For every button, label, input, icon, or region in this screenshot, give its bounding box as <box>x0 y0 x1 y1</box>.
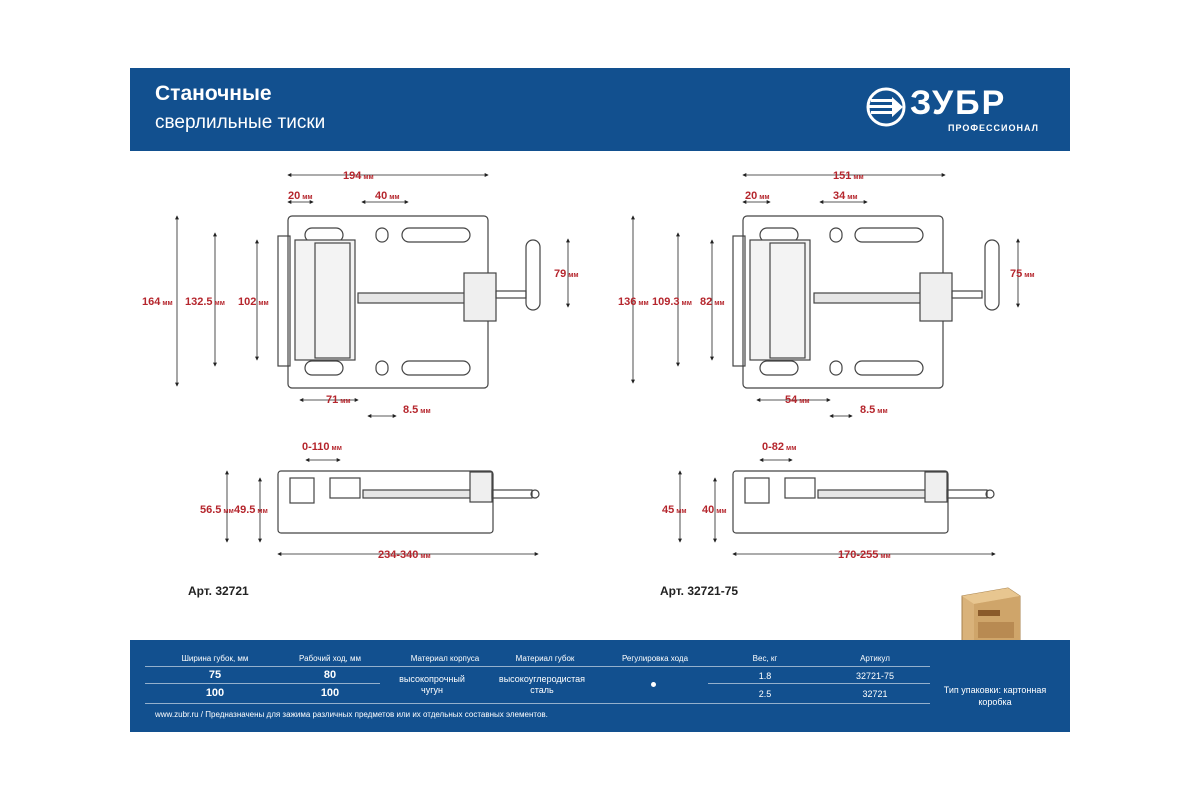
table-body-material: высокопрочный чугун <box>399 674 465 695</box>
dimension-unit: мм <box>215 300 225 307</box>
dimension-unit: мм <box>799 398 809 405</box>
dimension-unit: мм <box>638 300 648 307</box>
dimension-unit: мм <box>676 508 686 515</box>
dimension-unit: мм <box>223 508 233 515</box>
table-row-2-article: 32721 <box>862 689 888 699</box>
dimension-unit: мм <box>759 194 769 201</box>
table-header-body: Материал корпуса <box>410 654 480 663</box>
dimension-unit: мм <box>568 272 578 279</box>
vise-b-top-view <box>732 215 1000 389</box>
dimension-unit: мм <box>853 174 863 181</box>
dimension-unit: мм <box>257 508 267 515</box>
package-type-label: Тип упаковки: картонная коробка <box>943 685 1047 707</box>
dimension-unit: мм <box>877 408 887 415</box>
table-header-weight: Вес, кг <box>752 654 778 663</box>
table-divider <box>708 683 930 684</box>
table-row-1-weight: 1.8 <box>758 671 772 681</box>
table-row-2-weight: 2.5 <box>758 689 772 699</box>
package-box-image <box>956 582 1026 654</box>
page-title: Станочные <box>155 82 272 105</box>
table-header-adjust: Регулировка хода <box>621 654 689 663</box>
table-row-2-jaw: 100 <box>205 687 225 699</box>
dimension-unit: мм <box>332 445 342 452</box>
dimension-unit: мм <box>714 300 724 307</box>
dimension-unit: мм <box>363 174 373 181</box>
dimension-unit: мм <box>420 553 430 560</box>
dimension-unit: мм <box>880 553 890 560</box>
table-row-2-travel: 100 <box>320 687 340 699</box>
vise-a-side-view <box>277 470 540 534</box>
table-jaw-material: высокоуглеродистая сталь <box>498 674 586 695</box>
dimension-unit: мм <box>847 194 857 201</box>
table-header-travel: Рабочий ход, мм <box>299 654 361 663</box>
table-row-1-article: 32721-75 <box>855 671 895 681</box>
table-row-1-jaw: 75 <box>208 669 222 681</box>
adjustment-dot-icon <box>651 682 656 687</box>
footer-text: www.zubr.ru / Предназначены для зажима р… <box>155 710 548 719</box>
dimension-unit: мм <box>302 194 312 201</box>
table-divider <box>145 683 380 684</box>
spec-table: Ширина губок, мм Рабочий ход, мм Материа… <box>130 640 1070 732</box>
spec-sheet: Станочные сверлильные тиски ЗУБР ПРОФЕСС… <box>130 68 1070 732</box>
article-label-b: Арт. 32721-75 <box>660 584 739 598</box>
table-header-jaw: Ширина губок, мм <box>181 654 249 663</box>
table-header-article: Артикул <box>860 654 890 663</box>
article-label-a: Арт. 32721 <box>188 584 249 598</box>
page-subtitle: сверлильные тиски <box>155 112 326 133</box>
brand-logo-icon <box>866 87 906 127</box>
dimension-unit: мм <box>420 408 430 415</box>
dimension-unit: мм <box>162 300 172 307</box>
dimension-unit: мм <box>682 300 692 307</box>
dimension-unit: мм <box>340 398 350 405</box>
brand-logo-subtext: ПРОФЕССИОНАЛ <box>948 123 1039 133</box>
table-header-jaw-material: Материал губок <box>515 654 575 663</box>
dimension-unit: мм <box>389 194 399 201</box>
table-divider <box>145 666 930 667</box>
table-divider <box>145 703 930 704</box>
dimension-unit: мм <box>1024 272 1034 279</box>
table-row-1-travel: 80 <box>323 669 337 681</box>
dimension-unit: мм <box>716 508 726 515</box>
dimension-unit: мм <box>258 300 268 307</box>
brand-logo-text: ЗУБР <box>910 84 1007 122</box>
vise-a-top-view <box>277 215 541 389</box>
dimension-lines-b <box>631 173 1020 556</box>
dimension-unit: мм <box>786 445 796 452</box>
dimension-lines-a <box>175 173 570 556</box>
vise-b-side-view <box>732 470 995 534</box>
header-banner: Станочные сверлильные тиски ЗУБР ПРОФЕСС… <box>130 68 1070 151</box>
